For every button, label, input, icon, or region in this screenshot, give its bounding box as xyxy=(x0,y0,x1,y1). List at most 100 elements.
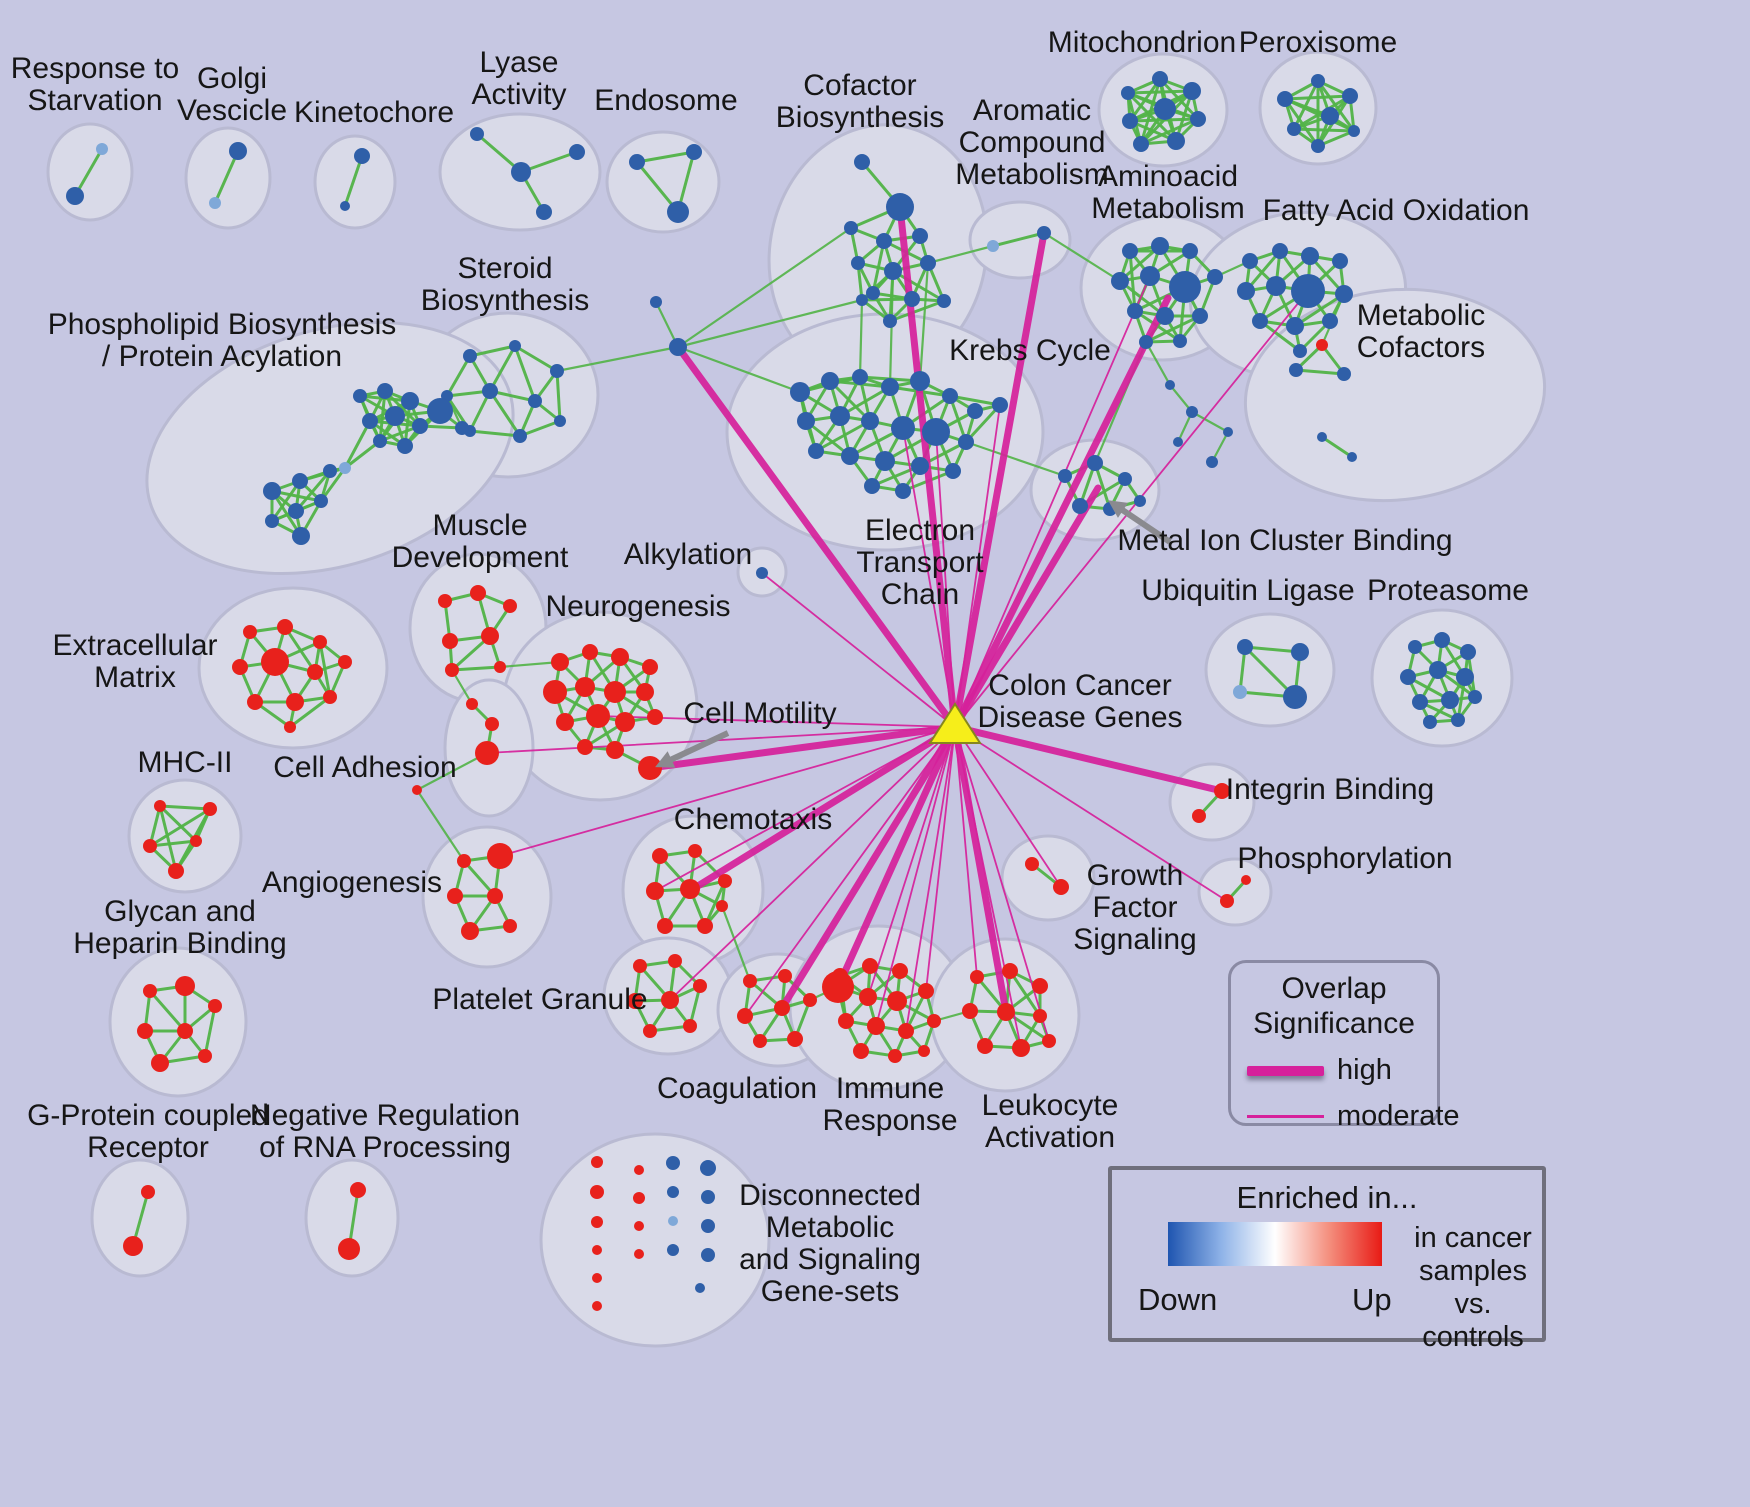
node xyxy=(1286,317,1304,335)
node xyxy=(1441,691,1459,709)
node xyxy=(143,984,157,998)
node xyxy=(482,383,498,399)
node xyxy=(1242,253,1258,269)
legend-note-line2: samples xyxy=(1419,1255,1527,1287)
node xyxy=(787,1031,803,1047)
node xyxy=(700,1160,716,1176)
node xyxy=(481,627,499,645)
edge-green xyxy=(148,989,187,1033)
edge-significance-moderate xyxy=(935,431,956,728)
edge-significance-moderate xyxy=(499,726,956,857)
annotation-arrowhead xyxy=(655,751,676,768)
edge-green xyxy=(1008,969,1042,1018)
node xyxy=(891,416,915,440)
node xyxy=(1456,668,1474,686)
node xyxy=(743,974,757,988)
node xyxy=(463,349,477,363)
node xyxy=(701,1190,715,1204)
node xyxy=(611,648,629,666)
node xyxy=(1311,139,1325,153)
node xyxy=(669,338,687,356)
node xyxy=(551,653,569,671)
edge-green xyxy=(888,299,946,323)
node xyxy=(511,162,531,182)
node xyxy=(323,464,337,478)
node xyxy=(338,655,352,669)
node xyxy=(339,462,351,474)
node xyxy=(1291,643,1309,661)
node xyxy=(175,976,195,996)
node xyxy=(556,713,574,731)
edge-green xyxy=(445,354,472,398)
edge-green xyxy=(518,419,562,438)
node xyxy=(1121,86,1135,100)
node xyxy=(96,143,108,155)
node xyxy=(1277,91,1293,107)
node xyxy=(629,154,645,170)
node xyxy=(569,144,585,160)
node xyxy=(1291,274,1325,308)
node xyxy=(1412,694,1428,710)
node xyxy=(1451,713,1465,727)
edge-significance-high xyxy=(778,723,959,1012)
cluster-disconnected-gene-sets xyxy=(539,1132,771,1348)
node xyxy=(292,473,308,489)
node xyxy=(1167,132,1185,150)
edge-green xyxy=(860,297,914,302)
node xyxy=(987,240,999,252)
node xyxy=(1342,88,1358,104)
legend-down-label: Down xyxy=(1138,1282,1218,1317)
legend-overlap-significance: Overlap Significance high moderate xyxy=(1228,960,1460,1132)
node xyxy=(1233,685,1247,699)
legend-up-label: Up xyxy=(1352,1282,1392,1317)
node xyxy=(1156,307,1174,325)
edge-green xyxy=(555,369,562,423)
node xyxy=(910,371,930,391)
node xyxy=(313,635,327,649)
node xyxy=(797,412,815,430)
node xyxy=(808,443,824,459)
node xyxy=(338,1238,360,1260)
node xyxy=(686,144,702,160)
node xyxy=(528,394,542,408)
node xyxy=(438,594,452,608)
edge-green xyxy=(1128,117,1200,123)
node xyxy=(277,619,293,635)
label-kinetochore: Kinetochore xyxy=(294,96,454,129)
edge-green xyxy=(468,429,522,438)
node xyxy=(856,294,868,306)
node xyxy=(958,434,974,450)
node xyxy=(867,1017,885,1035)
cluster-mhc-ii xyxy=(127,778,243,894)
edge-significance-moderate xyxy=(954,290,1309,728)
node xyxy=(838,1013,854,1029)
node xyxy=(350,1182,366,1198)
edge-green xyxy=(1139,117,1200,146)
label-phosphorylation: Phosphorylation xyxy=(1237,842,1452,875)
node xyxy=(543,680,567,704)
node xyxy=(340,201,350,211)
edge-green-link xyxy=(1190,410,1230,434)
node xyxy=(661,991,679,1009)
edge-significance-high xyxy=(646,723,959,772)
node xyxy=(554,415,566,427)
edge-green xyxy=(450,665,502,672)
node xyxy=(1140,266,1160,286)
edge-significance-moderate xyxy=(954,275,1151,728)
edge-green xyxy=(1243,645,1302,654)
node xyxy=(1237,282,1255,300)
node xyxy=(154,800,166,812)
edge-green xyxy=(1118,279,1167,318)
node xyxy=(397,438,413,454)
node xyxy=(650,296,662,308)
label-neurogenesis: Neurogenesis xyxy=(545,590,730,623)
node xyxy=(922,418,950,446)
legend-overlap-title-line2: Significance xyxy=(1253,1007,1415,1040)
edge-green xyxy=(828,379,872,423)
node xyxy=(1002,963,1018,979)
node xyxy=(141,1185,155,1199)
